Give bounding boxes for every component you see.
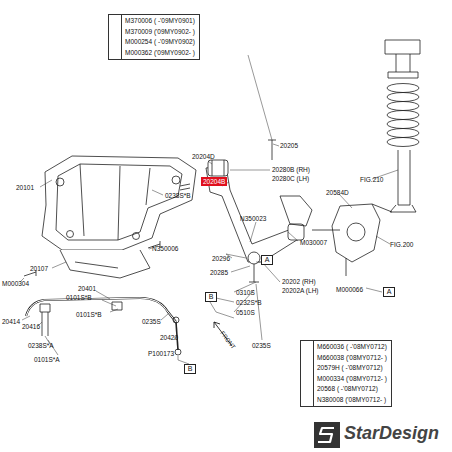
reference-letter: B (205, 292, 217, 302)
part-number: N350006 (152, 245, 178, 252)
table-row: N380008 ('08MY0712- ) (317, 395, 387, 406)
table-row: M000254 ( -'09MY0902) (125, 37, 195, 48)
part-number: 20107 (30, 265, 48, 272)
callout-text: A (384, 288, 394, 296)
part-number: 0235S (142, 318, 161, 325)
part-number: 0238S*A (28, 342, 54, 349)
callout-text: 20204B (203, 178, 225, 185)
table-row: M660038 ('08MY0712- ) (317, 353, 387, 364)
highlighted-part: 20204B (201, 177, 227, 186)
spring-coil (387, 84, 419, 93)
reference-letter: A (261, 255, 273, 265)
part-number: 20401 (78, 285, 96, 292)
table-row: M370006 ( -'09MY0901) (125, 16, 195, 27)
part-number: N350023 (240, 215, 266, 222)
spring-coil (387, 111, 419, 120)
part-number: FIG.210 (360, 176, 383, 183)
part-number: M030007 (300, 239, 327, 246)
reference-letter: B (184, 364, 196, 374)
part-number: 20205 (280, 142, 298, 149)
part-number: 20414 (2, 318, 20, 325)
part-number: 20202A (LH) (282, 287, 319, 294)
callout-text: A (262, 256, 272, 264)
part-table: M370006 ( -'09MY0901)M370009 ('09MY0902-… (108, 14, 200, 60)
spring-coil (387, 93, 419, 102)
table-row: M370009 ('09MY0902- ) (125, 27, 195, 38)
part-number: 20420 (160, 334, 178, 341)
part-number: 20101 (16, 184, 34, 191)
reference-letter: A (383, 287, 395, 297)
part-number: 20416 (22, 323, 40, 330)
brand-logo: StarDesign (344, 423, 439, 443)
part-number: 0510S (236, 309, 255, 316)
part-number: FIG.200 (390, 241, 413, 248)
spring-coil (387, 138, 419, 147)
spring-coil (387, 120, 419, 129)
table-row: M660036 ( -'08MY0712) (317, 342, 387, 353)
part-number: 20280B (RH) (272, 166, 310, 173)
table-row: M000362 ('09MY0902- ) (125, 48, 195, 59)
part-number: 0238S*B (165, 192, 191, 199)
part-number: 20204D (192, 153, 215, 160)
spring-coil (387, 102, 419, 111)
part-number: 0101S*B (66, 294, 92, 301)
part-number: 20584D (326, 189, 349, 196)
part-number: M000066 (336, 286, 363, 293)
table-row: 20579H ( -'08MY0712) (317, 363, 387, 374)
callout-text: B (206, 293, 216, 301)
part-number: 0101S*A (34, 356, 60, 363)
part-number: 0232S*B (236, 299, 262, 306)
part-number: 0235S (252, 342, 271, 349)
part-table: M660036 ( -'08MY0712)M660038 ('08MY0712-… (300, 340, 392, 407)
spring-coil (387, 129, 419, 138)
part-number: 0101S*B (76, 311, 102, 318)
part-number: 20202 (RH) (282, 278, 316, 285)
part-number: 20285 (210, 269, 228, 276)
direction-label: FRONT (218, 330, 236, 351)
part-number: 0310S (236, 289, 255, 296)
part-number: P100173 (148, 350, 174, 357)
part-number: M000304 (2, 280, 29, 287)
part-number: 20280C (LH) (272, 175, 309, 182)
table-row: 20568 ( -'08MY0712) (317, 384, 387, 395)
table-row: M000334 ('08MY0712- ) (317, 374, 387, 385)
callout-text: B (185, 365, 195, 373)
part-number: 20296 (212, 255, 230, 262)
